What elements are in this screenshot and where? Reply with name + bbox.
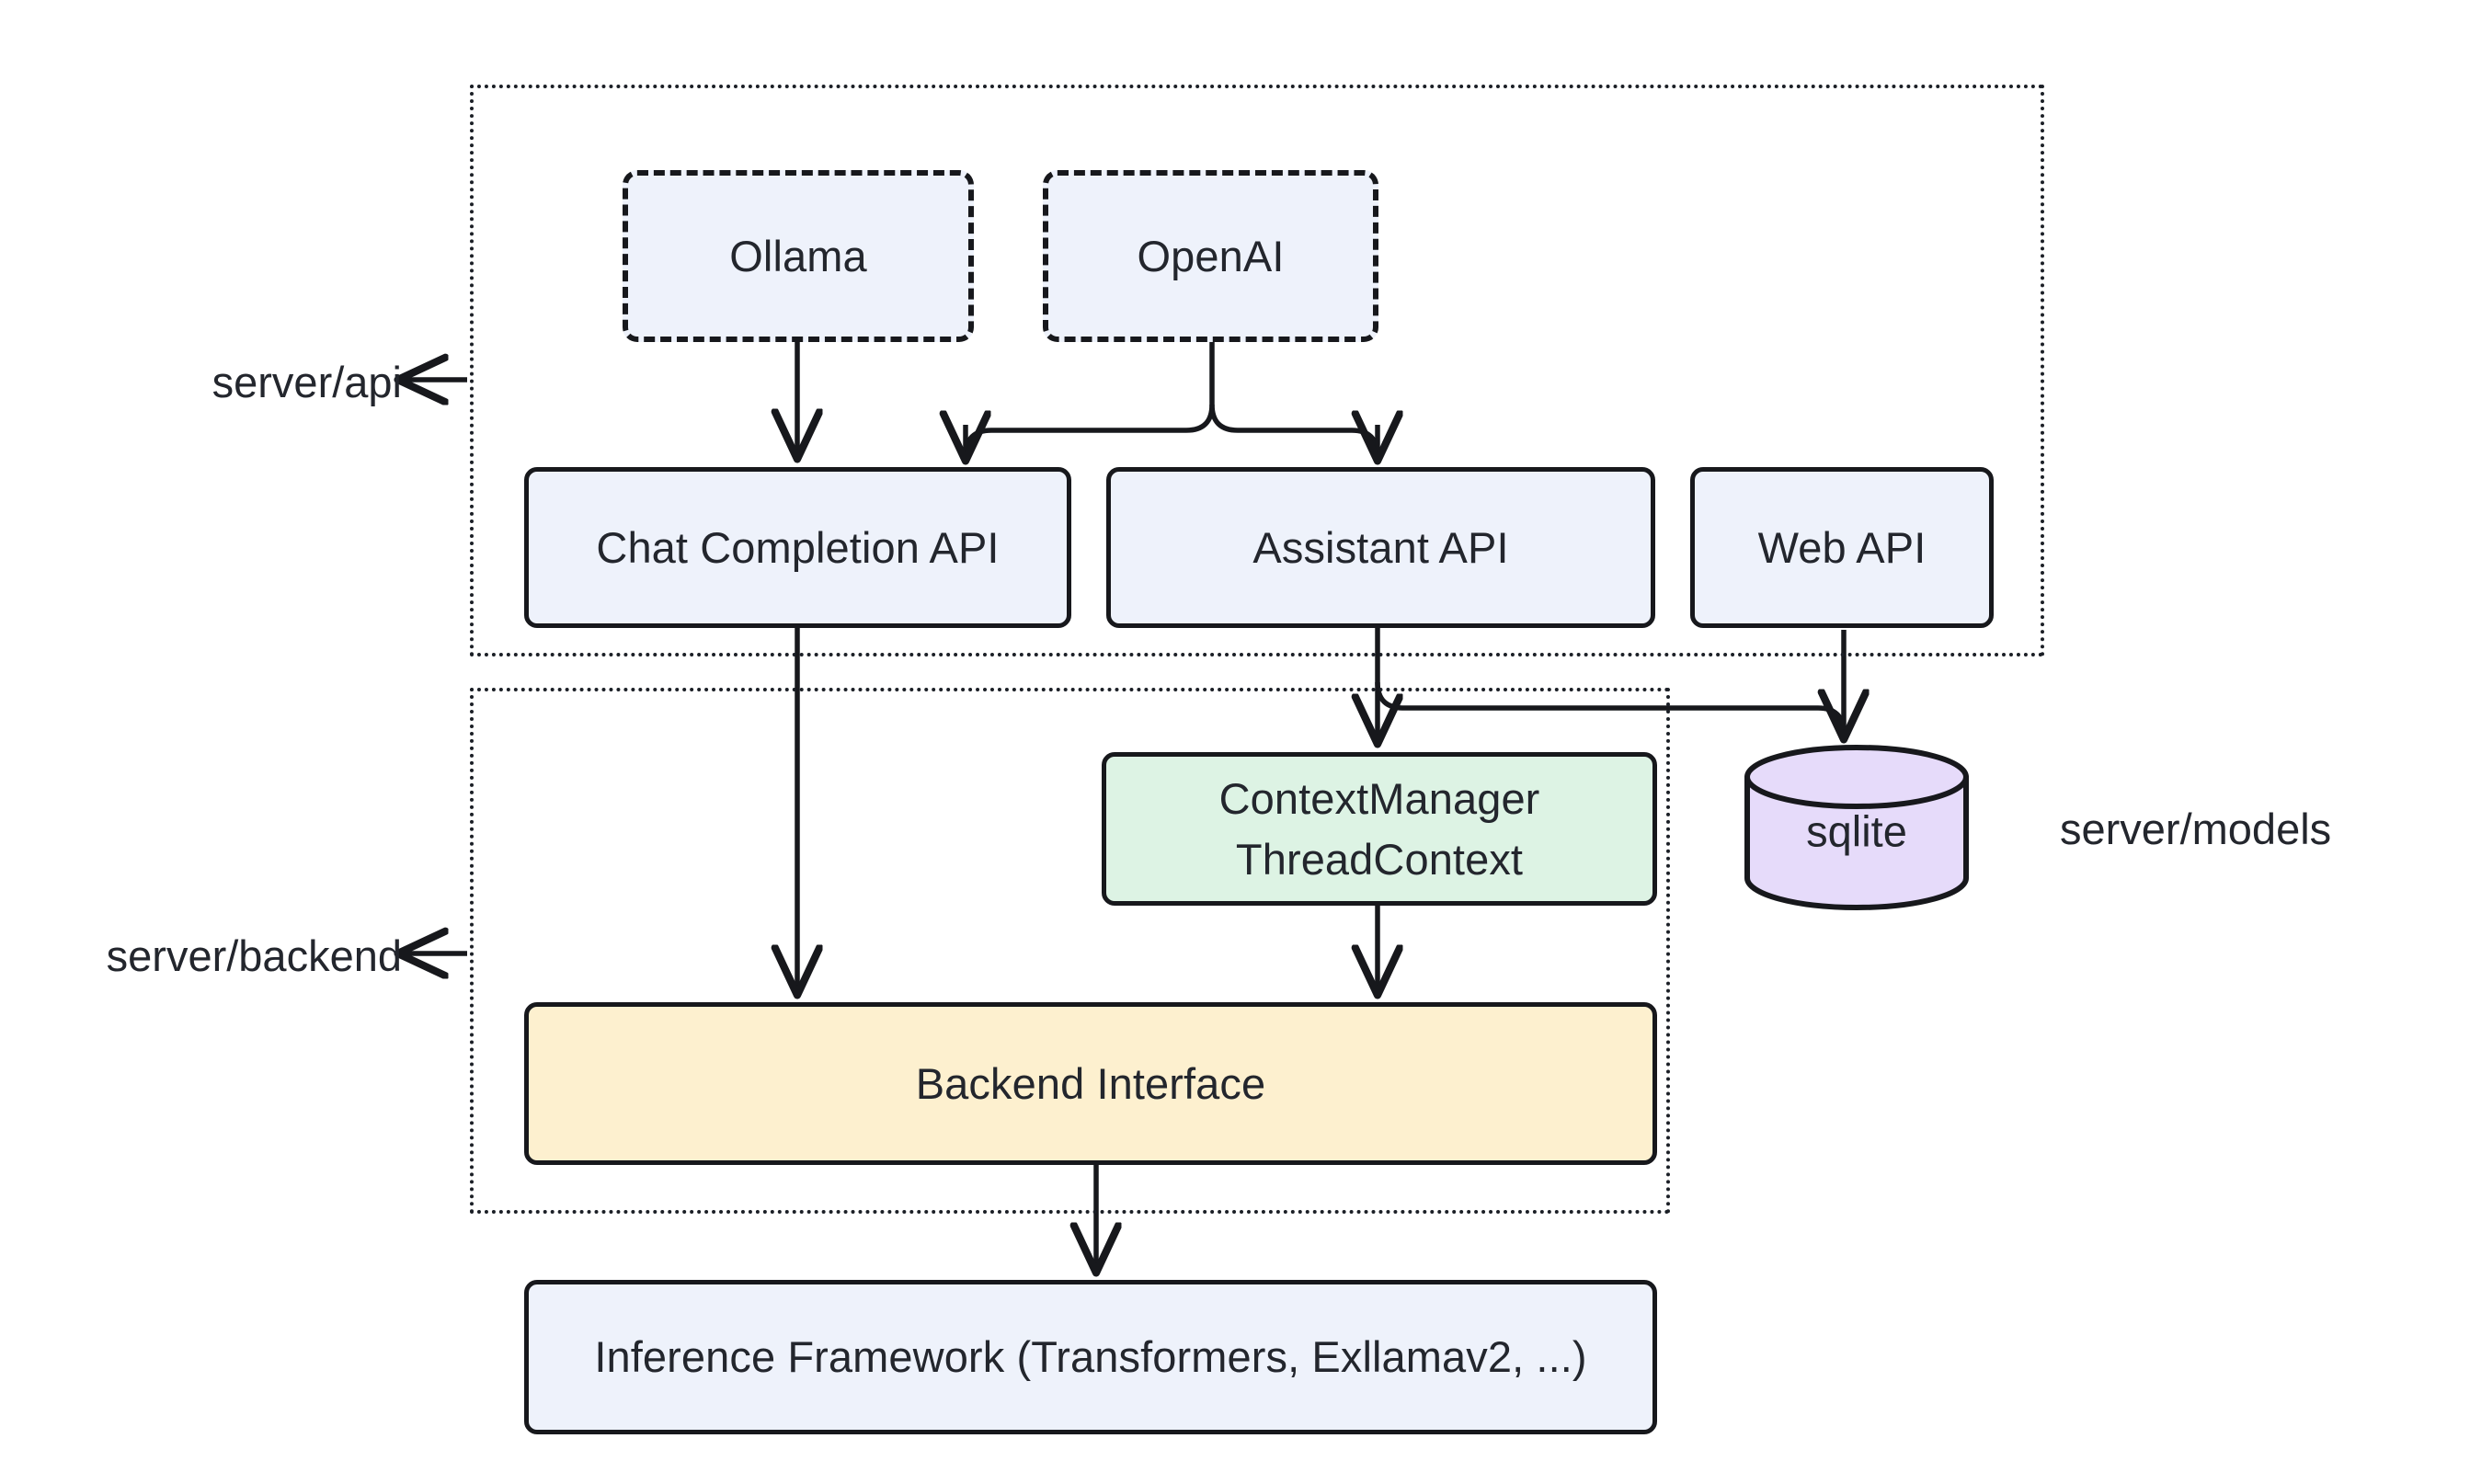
- label-server-models: server/models: [2060, 805, 2332, 853]
- node-context-manager-label-line2: ThreadContext: [1235, 834, 1524, 884]
- database-cylinder-icon: [1744, 745, 1969, 910]
- node-openai[interactable]: OpenAI: [1043, 170, 1378, 342]
- group-server-backend: [470, 688, 1670, 1214]
- node-web-api-label: Web API: [1757, 522, 1927, 572]
- node-context-manager[interactable]: ContextManager ThreadContext: [1102, 752, 1657, 906]
- node-context-manager-label-line1: ContextManager: [1218, 774, 1540, 824]
- node-sqlite[interactable]: sqlite: [1742, 745, 1972, 910]
- node-inference-framework[interactable]: Inference Framework (Transformers, Exlla…: [524, 1280, 1657, 1434]
- node-chat-completion-api[interactable]: Chat Completion API: [524, 467, 1071, 628]
- node-backend-interface-label: Backend Interface: [915, 1058, 1266, 1108]
- node-chat-completion-api-label: Chat Completion API: [596, 522, 1000, 572]
- node-inference-framework-label: Inference Framework (Transformers, Exlla…: [594, 1332, 1587, 1382]
- node-ollama[interactable]: Ollama: [623, 170, 974, 342]
- group-server-api: [470, 85, 2044, 656]
- node-web-api[interactable]: Web API: [1690, 467, 1994, 628]
- label-server-backend: server/backend: [106, 931, 402, 980]
- node-openai-label: OpenAI: [1137, 231, 1285, 280]
- node-ollama-label: Ollama: [729, 231, 867, 280]
- label-server-api: server/api: [212, 358, 402, 406]
- node-assistant-api[interactable]: Assistant API: [1106, 467, 1655, 628]
- node-backend-interface[interactable]: Backend Interface: [524, 1002, 1657, 1165]
- node-assistant-api-label: Assistant API: [1252, 522, 1509, 572]
